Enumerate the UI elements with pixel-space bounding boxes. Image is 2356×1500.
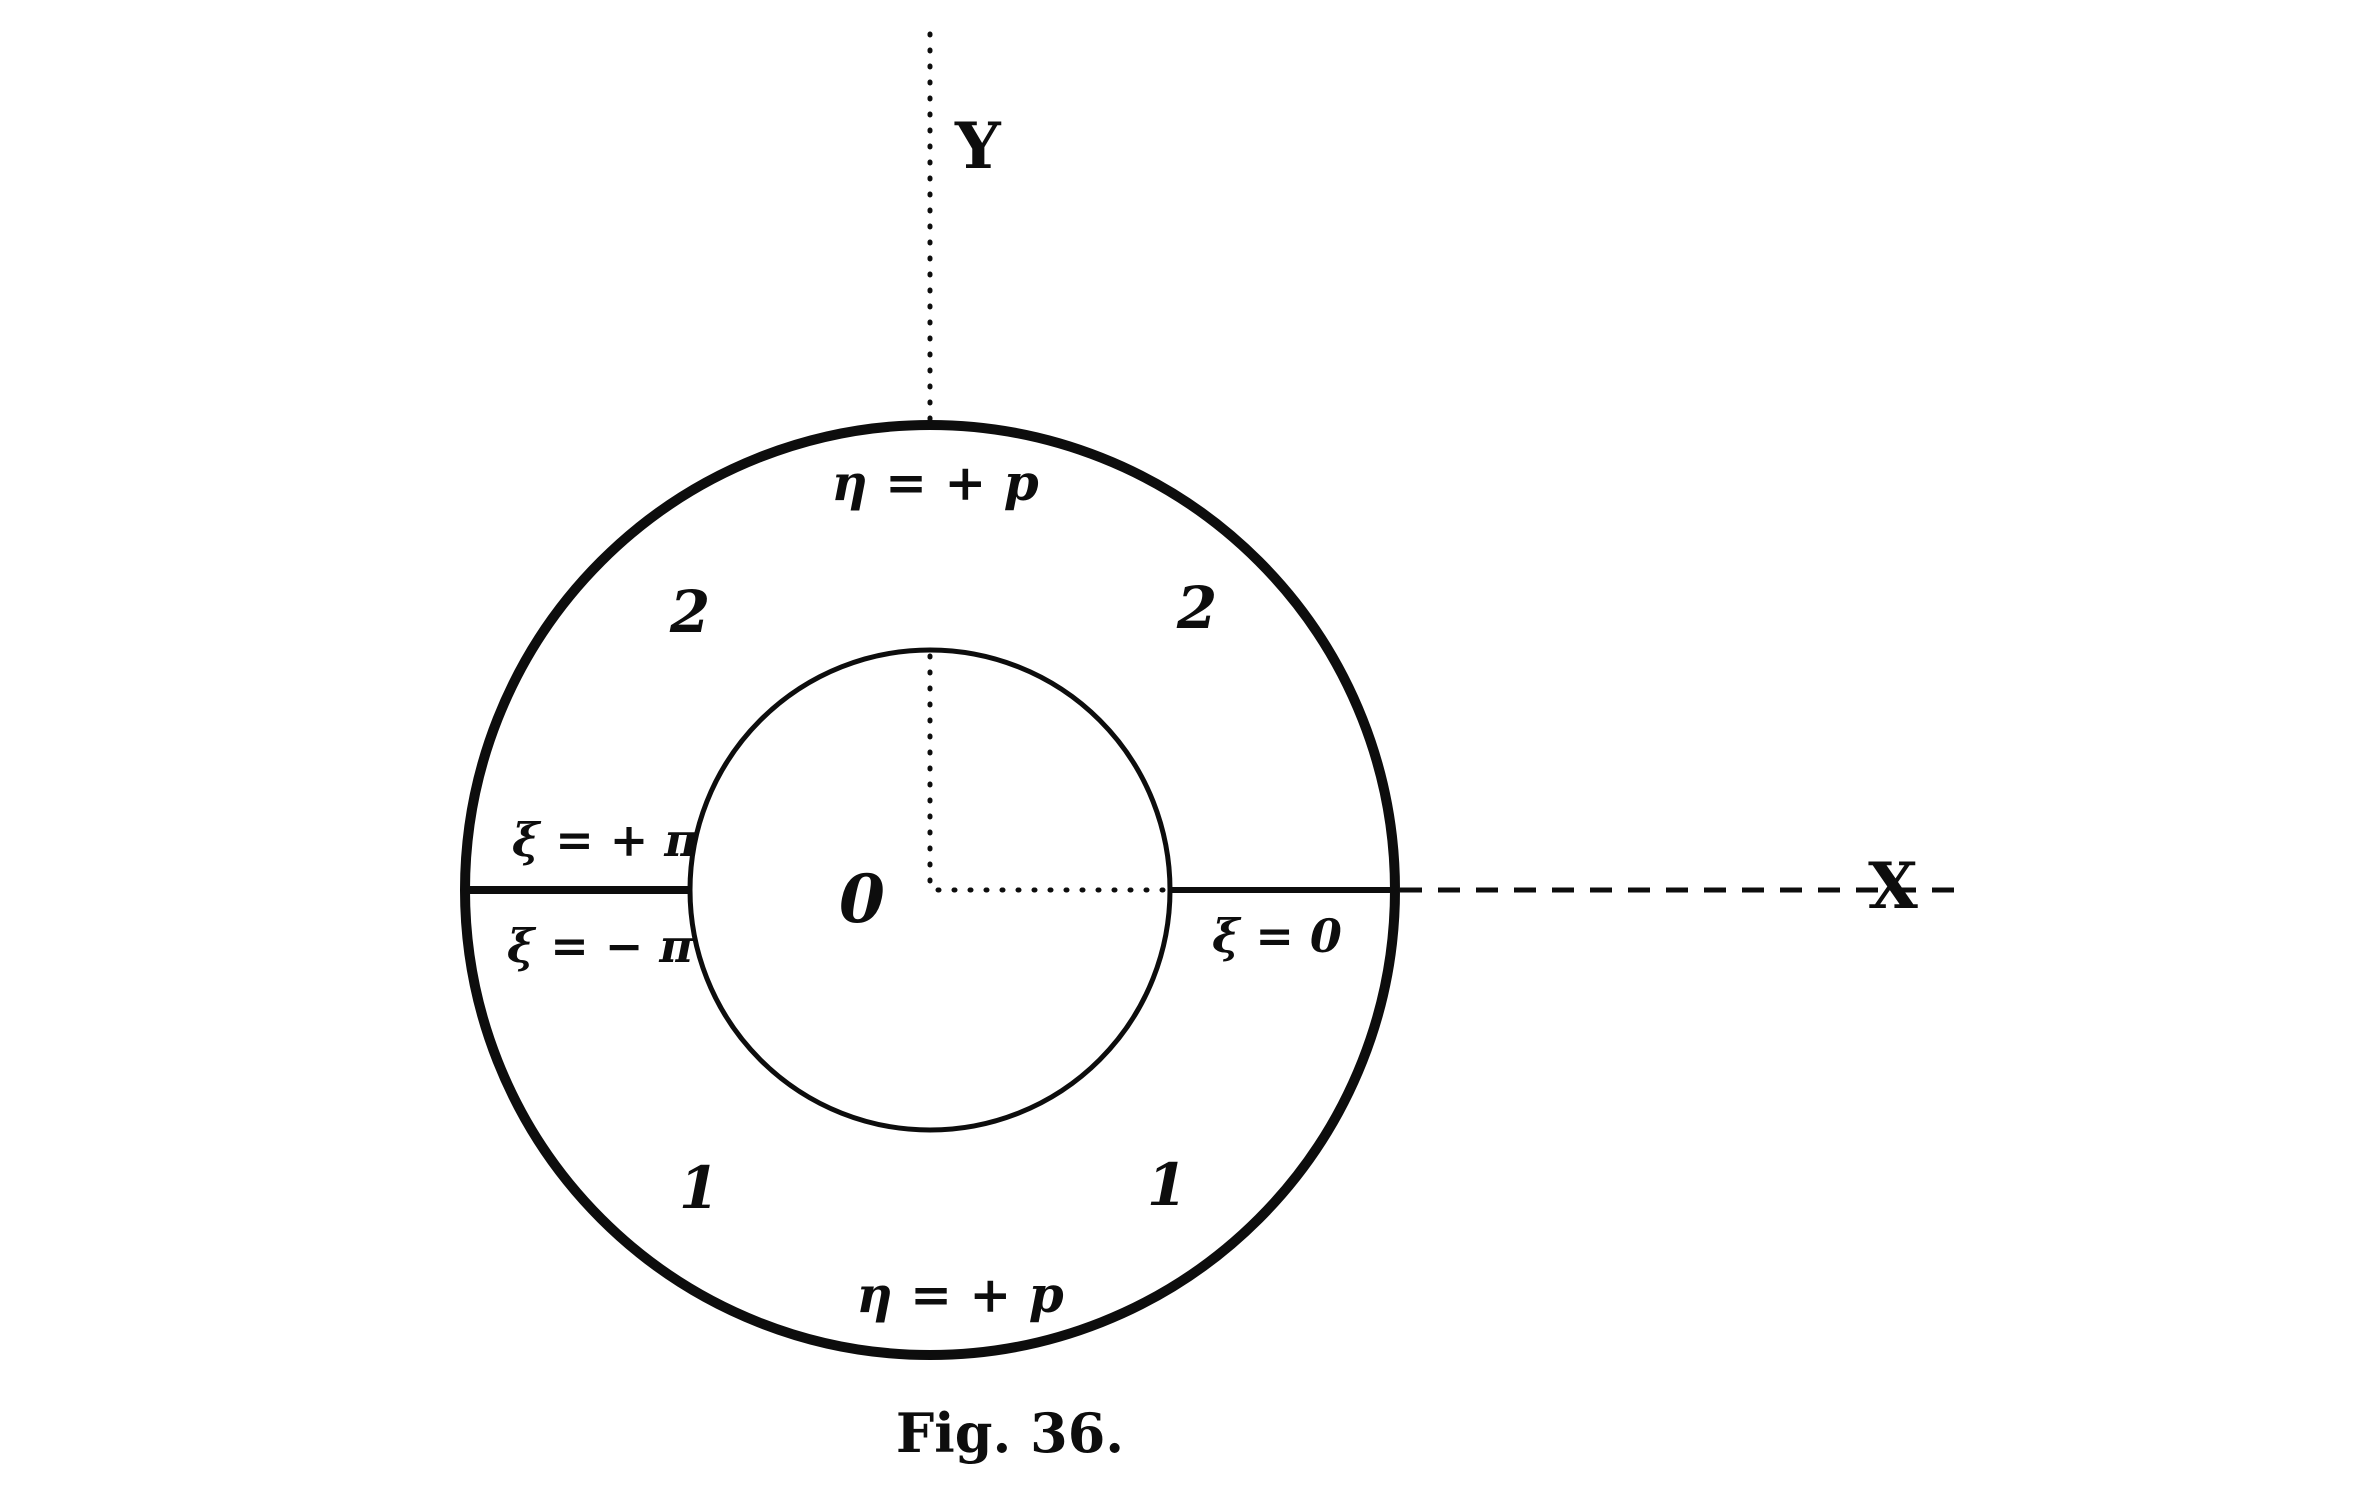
eta-outer-top-label: η = + p — [831, 453, 1038, 512]
xi-right-label: ξ = 0 — [1212, 909, 1342, 963]
region-label-upper-right: 2 — [1176, 574, 1217, 642]
origin-label: 0 — [839, 860, 885, 938]
region-label-upper-left: 2 — [669, 578, 710, 646]
x-axis-label: X — [1868, 849, 1918, 924]
region-label-lower-left: 1 — [679, 1154, 719, 1222]
y-axis-label: Y — [954, 109, 1002, 184]
figure-caption: Fig. 36. — [896, 1401, 1124, 1465]
region-label-lower-right: 1 — [1147, 1151, 1187, 1219]
xi-left-lower-label: ξ = − π — [507, 919, 694, 973]
xi-left-upper-label: ξ = + π — [512, 813, 699, 867]
eta-outer-bottom-label: η = + p — [856, 1265, 1063, 1324]
